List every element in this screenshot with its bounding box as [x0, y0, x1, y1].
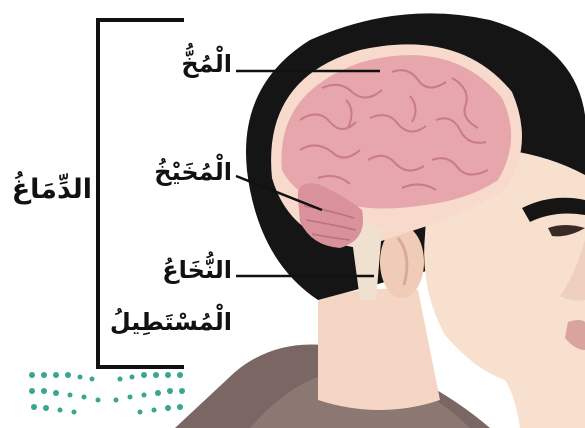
- label-brainstem-line1: النُّخَاعُ: [162, 258, 232, 282]
- label-brainstem-line2: الْمُسْتَطِيلُ: [110, 310, 232, 334]
- label-cerebellum: الْمُخَيْخُ: [154, 160, 232, 184]
- logo-dots: [29, 372, 185, 415]
- label-cerebrum: الْمُخُّ: [181, 52, 232, 76]
- label-brain: الدِّمَاغُ: [12, 176, 92, 203]
- neck: [318, 289, 440, 410]
